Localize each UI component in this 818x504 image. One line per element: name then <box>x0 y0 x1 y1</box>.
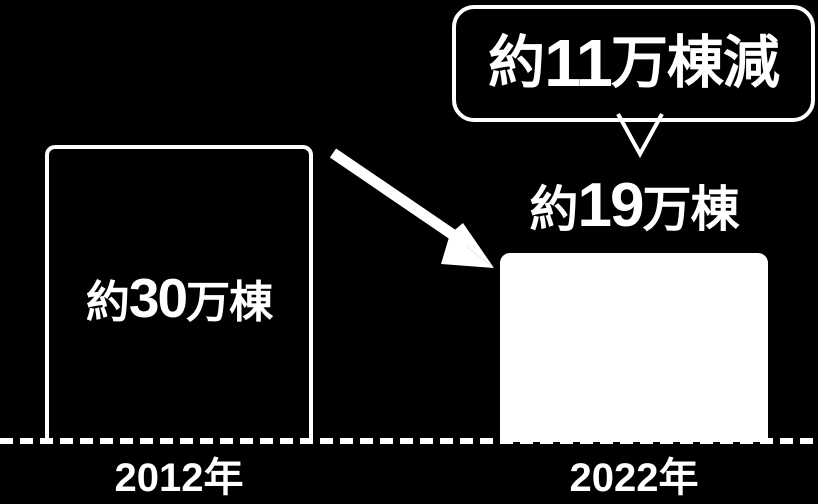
value-suffix-2022: 万棟 <box>642 183 739 237</box>
bar-2012: 約30万棟 <box>45 145 313 442</box>
bar-value-label-2022: 約19万棟 <box>500 170 768 241</box>
value-number-2012: 30 <box>128 267 188 329</box>
value-number-2022: 19 <box>577 171 645 240</box>
callout-suffix: 万棟減 <box>610 31 780 95</box>
callout-tail-icon <box>616 113 664 159</box>
value-prefix-2022: 約 <box>529 183 579 237</box>
decline-arrow-icon <box>329 148 494 268</box>
value-suffix-2012: 万棟 <box>186 278 273 327</box>
baseline-axis <box>0 438 818 444</box>
callout-prefix: 約 <box>488 31 545 95</box>
callout-number: 11 <box>544 26 613 101</box>
bar-2022 <box>500 253 768 442</box>
bar-value-label-2012: 約30万棟 <box>49 271 309 326</box>
value-prefix-2012: 約 <box>85 278 130 327</box>
axis-label-2012: 2012年 <box>114 456 244 500</box>
axis-label-2022: 2022年 <box>569 456 699 500</box>
